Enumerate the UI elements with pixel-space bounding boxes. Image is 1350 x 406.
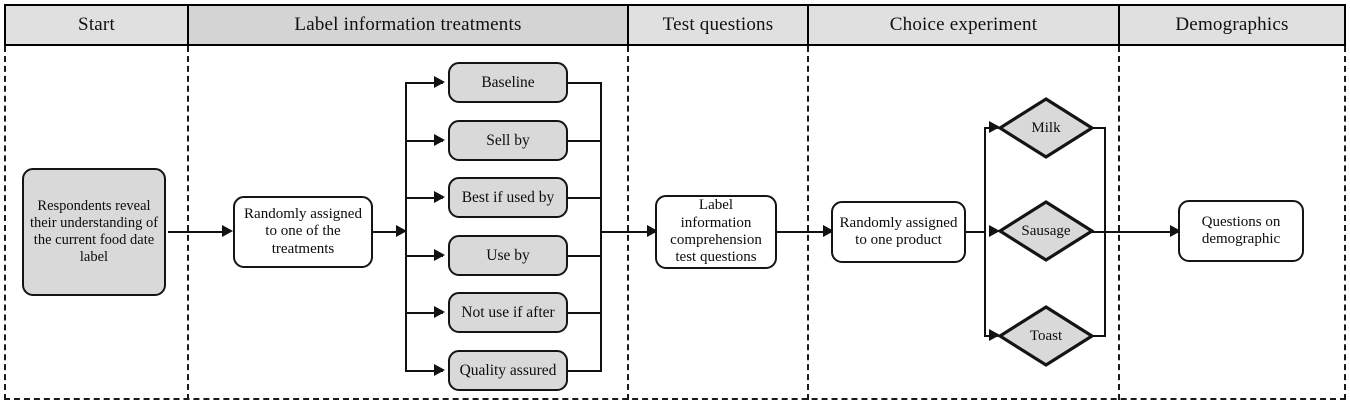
split-bus-products	[984, 127, 986, 335]
arrowhead-to-randomize-treatment	[222, 225, 233, 237]
node-product-milk[interactable]: Milk	[998, 97, 1094, 159]
arrowhead-use-by	[434, 249, 445, 261]
stage-header-choice-experiment: Choice experiment	[809, 6, 1120, 44]
arrowhead-test-questions	[647, 225, 658, 237]
diamond-shape-milk	[998, 97, 1094, 159]
connector-toast-merge	[1092, 335, 1106, 337]
arrowhead-sell-by	[434, 134, 445, 146]
swimlane-divider-2	[627, 46, 629, 400]
connector-test-to-randomize-product	[777, 231, 831, 233]
connector-split-sell-by	[405, 140, 443, 142]
diamond-shape-sausage	[998, 200, 1094, 262]
connector-not-use-if-after-merge	[568, 312, 602, 314]
stage-header-demographics: Demographics	[1120, 6, 1344, 44]
node-product-milk-label: Milk	[1031, 119, 1061, 136]
connector-merge-to-test-questions	[600, 231, 655, 233]
node-start-label: Respondents reveal their understanding o…	[29, 198, 159, 265]
connector-merge-products-to-demographics	[1092, 231, 1178, 233]
node-test-questions[interactable]: Label information comprehension test que…	[655, 195, 777, 269]
swimlane-divider-1	[187, 46, 189, 400]
node-treatment-not-use-if-after-label: Not use if after	[461, 303, 555, 321]
node-randomize-product[interactable]: Randomly assigned to one product	[831, 201, 966, 263]
arrowhead-sausage	[989, 225, 1000, 237]
swimlane-divider-3	[807, 46, 809, 400]
stage-header-choice-experiment-label: Choice experiment	[889, 14, 1038, 35]
connector-randomize-product-to-split	[966, 231, 986, 233]
stage-header-treatments-label: Label information treatments	[294, 14, 522, 35]
connector-split-quality-assured	[405, 370, 443, 372]
node-treatment-best-if-used-by-label: Best if used by	[461, 188, 555, 206]
stage-header-start: Start	[6, 6, 189, 44]
node-randomize-treatment[interactable]: Randomly assigned to one of the treatmen…	[233, 196, 373, 268]
arrowhead-not-use-if-after	[434, 306, 445, 318]
node-product-sausage-label: Sausage	[1021, 222, 1071, 239]
arrowhead-baseline	[434, 76, 445, 88]
swimlane-divider-4	[1118, 46, 1120, 400]
node-start[interactable]: Respondents reveal their understanding o…	[22, 168, 166, 296]
node-randomize-product-label: Randomly assigned to one product	[839, 214, 958, 248]
connector-sell-by-merge	[568, 140, 602, 142]
stage-header-test-questions: Test questions	[629, 6, 809, 44]
connector-use-by-merge	[568, 255, 602, 257]
swimlane-frame	[4, 46, 1346, 400]
stage-header-row: Start Label information treatments Test …	[4, 4, 1346, 46]
node-treatment-sell-by-label: Sell by	[486, 131, 530, 149]
arrowhead-randomize-product	[823, 225, 834, 237]
node-treatment-not-use-if-after[interactable]: Not use if after	[448, 292, 568, 333]
connector-split-baseline	[405, 82, 443, 84]
stage-header-test-questions-label: Test questions	[662, 14, 774, 35]
node-test-questions-label: Label information comprehension test que…	[670, 197, 762, 266]
connector-start-to-randomize	[168, 231, 224, 233]
node-treatment-quality-assured-label: Quality assured	[459, 361, 557, 379]
node-product-sausage[interactable]: Sausage	[998, 200, 1094, 262]
connector-baseline-merge	[568, 82, 602, 84]
connector-randomize-to-split	[373, 231, 403, 233]
node-treatment-best-if-used-by[interactable]: Best if used by	[448, 177, 568, 218]
node-demographics-label: Questions on demographic	[1201, 213, 1281, 247]
node-treatment-use-by[interactable]: Use by	[448, 235, 568, 276]
arrowhead-demographics	[1170, 225, 1181, 237]
arrowhead-quality-assured	[434, 364, 445, 376]
stage-header-treatments: Label information treatments	[189, 6, 629, 44]
diamond-shape-toast	[998, 305, 1094, 367]
node-product-toast[interactable]: Toast	[998, 305, 1094, 367]
arrowhead-milk	[989, 121, 1000, 133]
arrowhead-toast	[989, 329, 1000, 341]
connector-split-best-if-used-by	[405, 197, 443, 199]
node-treatment-sell-by[interactable]: Sell by	[448, 120, 568, 161]
arrowhead-split-node	[396, 225, 407, 237]
node-demographics[interactable]: Questions on demographic	[1178, 200, 1304, 262]
stage-header-start-label: Start	[78, 14, 115, 35]
merge-bus-treatments	[600, 82, 602, 370]
connector-split-use-by	[405, 255, 443, 257]
node-product-toast-label: Toast	[1029, 327, 1063, 344]
node-treatment-use-by-label: Use by	[486, 246, 530, 264]
connector-quality-assured-merge	[568, 370, 602, 372]
connector-best-if-used-by-merge	[568, 197, 602, 199]
connector-split-not-use-if-after	[405, 312, 443, 314]
split-bus-treatments	[405, 82, 407, 370]
arrowhead-best-if-used-by	[434, 191, 445, 203]
connector-milk-merge	[1092, 127, 1106, 129]
stage-header-demographics-label: Demographics	[1175, 14, 1289, 35]
node-treatment-quality-assured[interactable]: Quality assured	[448, 350, 568, 391]
node-treatment-baseline[interactable]: Baseline	[448, 62, 568, 103]
node-treatment-baseline-label: Baseline	[481, 73, 535, 91]
node-randomize-treatment-label: Randomly assigned to one of the treatmen…	[244, 205, 362, 257]
